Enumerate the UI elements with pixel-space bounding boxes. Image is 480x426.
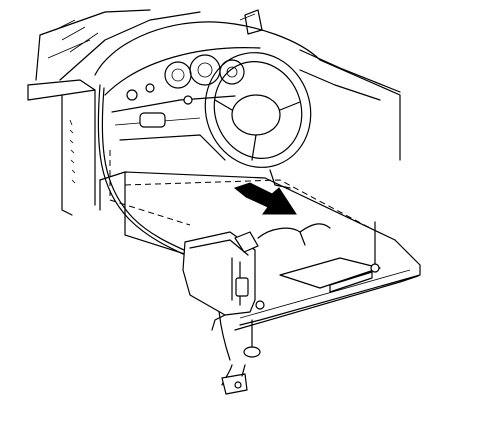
harness-bracket — [182, 231, 265, 331]
ground-terminal — [221, 319, 261, 395]
seat-track — [279, 221, 381, 293]
dashboard — [94, 9, 401, 161]
steering-wheel — [204, 52, 312, 189]
wiring-harness — [97, 84, 233, 386]
door-sill — [27, 79, 96, 216]
windshield-frame — [35, 9, 201, 81]
arrow-right-icon — [233, 182, 297, 215]
